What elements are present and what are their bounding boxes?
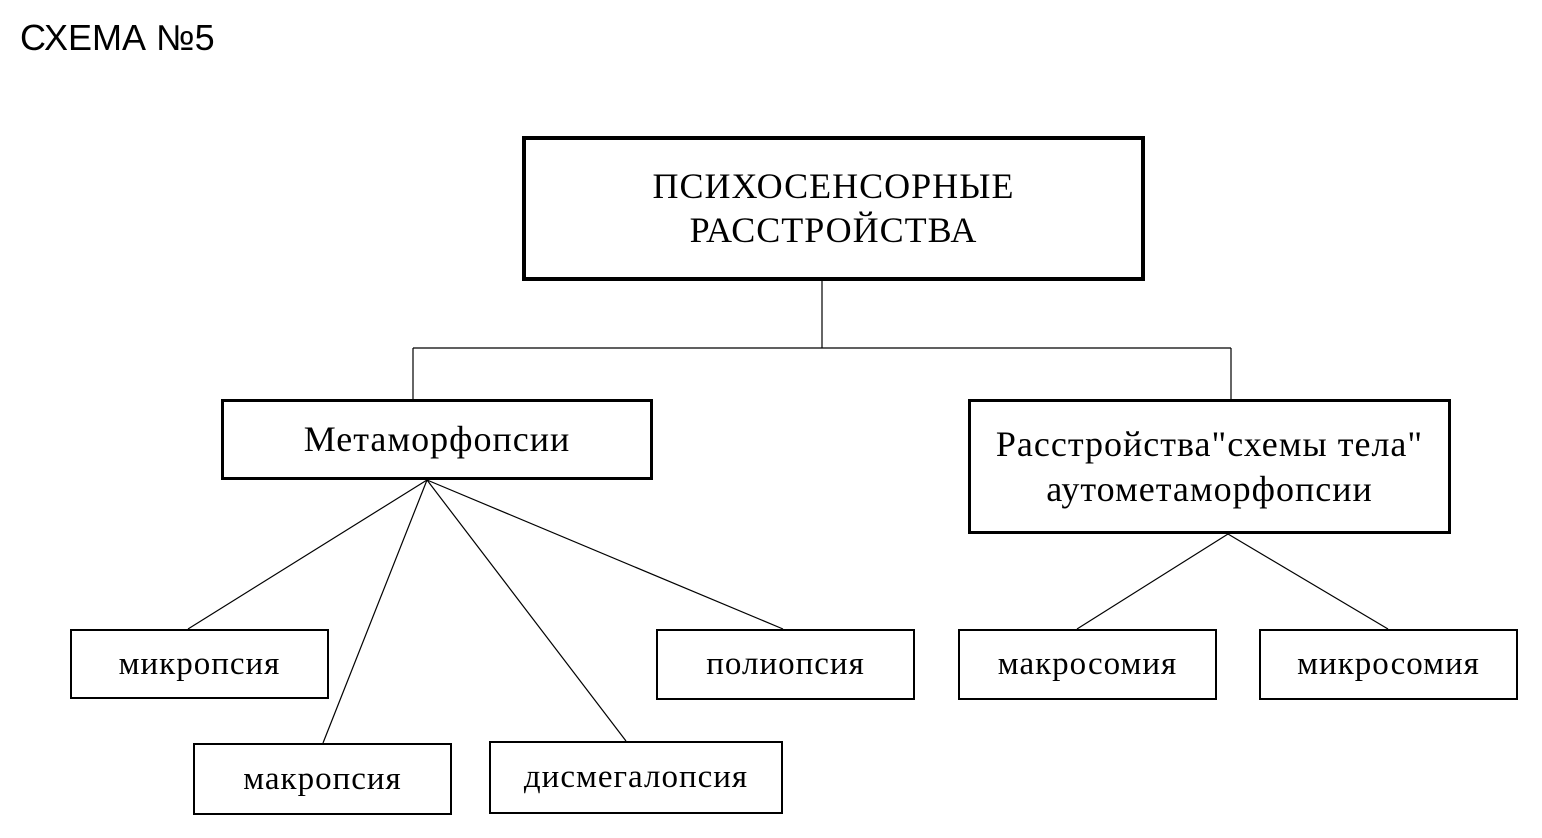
root-node-psychosensory-disorders: ПСИХОСЕНСОРНЫЕ РАССТРОЙСТВА (522, 136, 1145, 281)
node-body-schema-disorders: Расстройства"схемы тела" аутометаморфопс… (968, 399, 1451, 534)
scheme-number-label: СХЕМА №5 (20, 17, 215, 58)
leaf-poliopsiya: полиопсия (656, 629, 915, 700)
connector-to-poliopsiya (426, 479, 784, 630)
connector-to-makrosomiya (1076, 533, 1229, 630)
leaf-dismegalopsiya: дисмегалопсия (489, 741, 783, 814)
connector-to-mikrosomiya (1227, 533, 1389, 630)
node-metamorfopsii: Метаморфопсии (221, 399, 653, 480)
connector-to-mikropsiya (187, 479, 428, 630)
connector-to-dismegalopsiya (426, 479, 627, 742)
leaf-makropsiya: макропсия (193, 743, 452, 815)
leaf-mikrosomiya: микросомия (1259, 629, 1518, 700)
connector-to-makropsiya (322, 479, 428, 744)
leaf-mikropsiya: микропсия (70, 629, 329, 699)
leaf-makrosomiya: макросомия (958, 629, 1217, 700)
